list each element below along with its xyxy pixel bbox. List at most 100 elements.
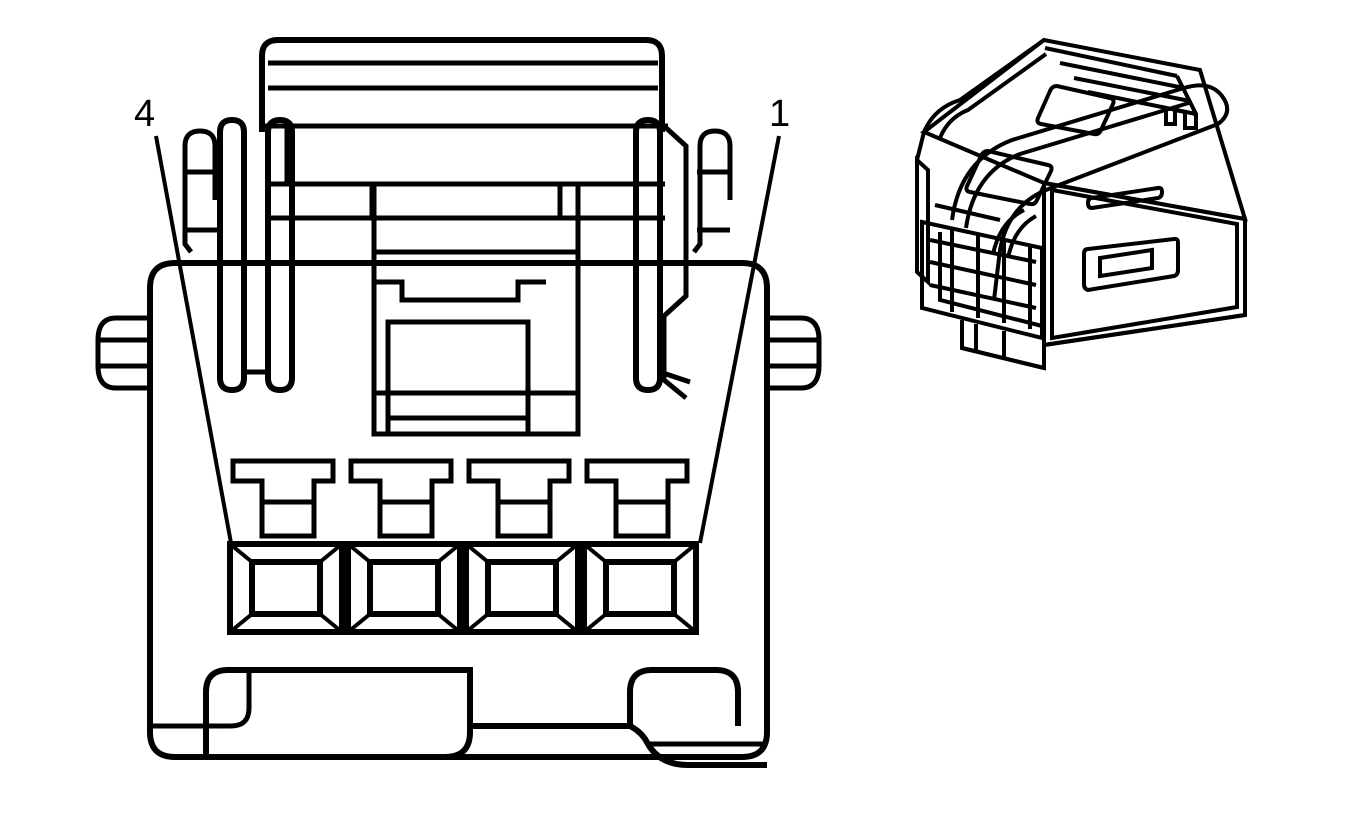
cavity-4-bevel-bl xyxy=(228,612,254,634)
left-long-rail-a xyxy=(217,116,247,394)
cavity-1-bevel-bl xyxy=(582,612,608,634)
iso-left-face xyxy=(915,155,930,287)
lock-tab-3 xyxy=(348,458,454,539)
lock-tab-2 xyxy=(466,458,572,539)
iso-terminal-face-outline xyxy=(920,219,1044,341)
isometric-3d-view xyxy=(915,37,1248,371)
leader-line-4 xyxy=(154,135,233,544)
terminal-cavity-3 xyxy=(345,541,463,635)
cavity-2-bevel-br xyxy=(554,612,580,634)
iso-lower-rib-2 xyxy=(991,208,1025,255)
right-outer-cap-tail xyxy=(692,200,703,254)
iso-top-rib-2 xyxy=(1059,61,1185,90)
iso-lower-rib-1 xyxy=(934,203,1001,222)
lock-tab-4 xyxy=(230,458,336,539)
lock-tab-2-outline xyxy=(466,458,572,539)
cavity-1-bevel-br xyxy=(672,612,698,634)
cavity-4-bevel-tr xyxy=(318,542,344,564)
left-foot-block xyxy=(203,667,473,760)
right-mounting-nub xyxy=(767,315,822,391)
cavity-4-outer xyxy=(227,541,345,635)
latch-notch-shoulder xyxy=(374,279,546,303)
cavity-4-inner xyxy=(249,559,323,617)
cavity-3-bevel-tr xyxy=(436,542,462,564)
terminal-cavities xyxy=(227,541,699,635)
cavity-3-bevel-br xyxy=(436,612,462,634)
cavity-3-outer xyxy=(345,541,463,635)
cavity-1-bevel-tr xyxy=(672,542,698,564)
right-rail-shelf xyxy=(659,369,691,385)
iso-left-face-2 xyxy=(915,131,926,161)
iso-side-lever-bar xyxy=(950,83,1230,301)
latch-column-outline xyxy=(371,184,581,437)
main-housing-body xyxy=(147,260,770,760)
cavity-3-bevel-bl xyxy=(346,612,372,634)
shoulder-block xyxy=(284,126,665,187)
iso-upper-slot xyxy=(1085,185,1165,211)
right-long-rail-c xyxy=(633,116,663,394)
left-long-rail-b xyxy=(265,116,295,394)
callout-label-1: 1 xyxy=(769,93,790,135)
iso-terminal-grid-h2 xyxy=(929,260,1037,287)
right-angled-rail xyxy=(661,124,689,400)
right-outer-cap-rail xyxy=(697,128,733,200)
iso-keying-pad-a xyxy=(1035,83,1116,137)
right-side-rails xyxy=(633,116,733,400)
cavity-2-bevel-bl xyxy=(464,612,490,634)
iso-right-bottom-lip xyxy=(1043,313,1246,347)
iso-terminal-face-depth xyxy=(938,232,1043,328)
lock-tab-1 xyxy=(584,458,690,539)
left-side-rails xyxy=(182,116,295,394)
right-nub-outline xyxy=(767,315,822,391)
cavity-4-bevel-tl xyxy=(228,542,254,564)
cavity-2-bevel-tr xyxy=(554,542,580,564)
iso-top-rib-1 xyxy=(1044,46,1178,78)
upper-shroud xyxy=(259,37,668,221)
iso-bottom-foot-base xyxy=(961,346,1045,370)
terminal-cavity-1 xyxy=(581,541,699,635)
top-cap-outline xyxy=(259,37,665,132)
housing-outline xyxy=(147,260,770,760)
cavity-4-bevel-br xyxy=(318,612,344,634)
central-latch-block xyxy=(371,184,581,437)
left-foot-inner-corner xyxy=(150,670,252,729)
cavity-1-inner xyxy=(603,559,677,617)
leader-line-1 xyxy=(698,135,781,544)
iso-terminal-grid-h3 xyxy=(929,283,1037,310)
iso-side-lever-bar-edge xyxy=(964,100,1193,229)
lower-skirt xyxy=(150,667,767,768)
right-foot-block xyxy=(627,667,741,726)
iso-top-ridge-end xyxy=(1164,75,1198,130)
iso-lever-arm-inner xyxy=(938,52,1048,139)
cavity-3-bevel-tl xyxy=(346,542,372,564)
cavity-1-outer xyxy=(581,541,699,635)
terminal-cavity-4 xyxy=(227,541,345,635)
latch-inner-window xyxy=(385,319,531,421)
cavity-1-bevel-tl xyxy=(582,542,608,564)
iso-right-face xyxy=(1050,187,1239,341)
left-outer-cap-tail xyxy=(182,200,193,254)
front-face-view xyxy=(95,37,822,768)
iso-lever-arm-outer xyxy=(922,38,1046,133)
callout-label-4: 4 xyxy=(134,93,155,135)
left-nub-outline xyxy=(95,315,150,391)
callout-leader-lines xyxy=(154,135,781,544)
left-outer-cap-rail xyxy=(182,128,218,200)
left-mounting-nub xyxy=(95,315,150,391)
iso-lower-rib-3 xyxy=(1006,214,1038,259)
iso-keying-pad-b xyxy=(964,148,1054,207)
terminal-lock-tabs xyxy=(230,458,690,539)
lock-tab-4-outline xyxy=(230,458,336,539)
terminal-cavity-2 xyxy=(463,541,581,635)
lock-tab-1-outline xyxy=(584,458,690,539)
iso-latch-slot-inner xyxy=(1098,247,1154,279)
iso-terminal-grid-h1 xyxy=(929,238,1037,264)
lock-tab-3-outline xyxy=(348,458,454,539)
cavity-2-bevel-tl xyxy=(464,542,490,564)
iso-latch-slot-outer xyxy=(1082,236,1180,293)
cavity-3-inner xyxy=(367,559,441,617)
cavity-2-inner xyxy=(485,559,559,617)
iso-top-rib-3 xyxy=(1073,76,1191,103)
